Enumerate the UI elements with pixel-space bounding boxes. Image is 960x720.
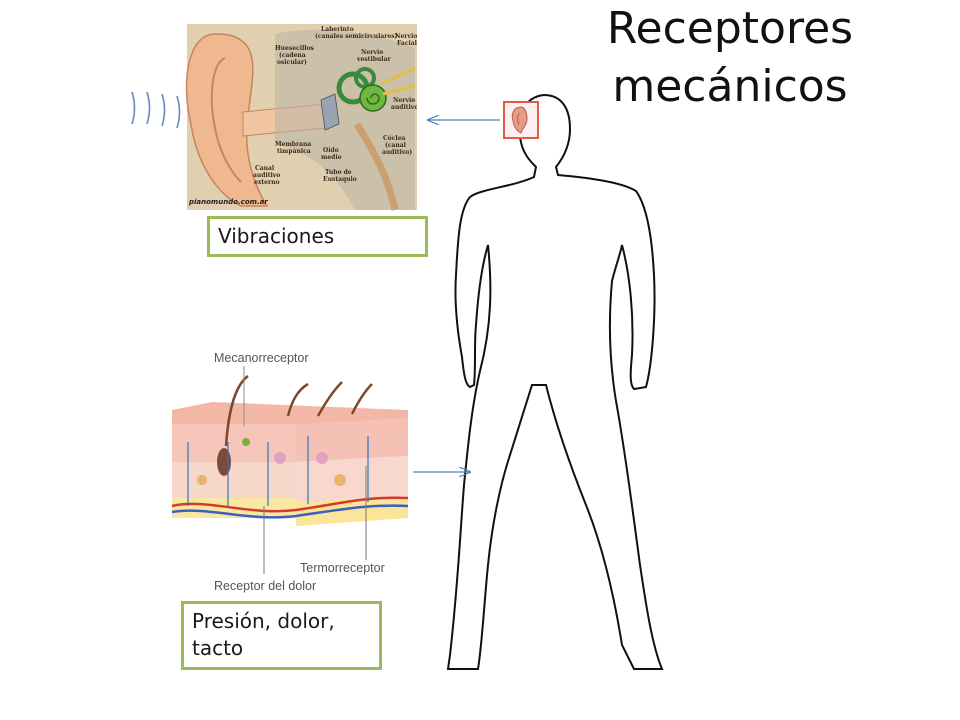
skin-diagram-svg: Mecanorreceptor Termorreceptor Receptor … bbox=[171, 351, 409, 593]
human-body-outline bbox=[440, 85, 670, 675]
ear-illustration: Laberinto(canales semicirculares) Huesec… bbox=[125, 24, 418, 212]
label-laberinto: Laberinto(canales semicirculares) bbox=[315, 26, 398, 40]
label-termorreceptor: Termorreceptor bbox=[300, 561, 385, 575]
label-receptor-dolor: Receptor del dolor bbox=[214, 579, 316, 593]
title-line-1: Receptores bbox=[606, 3, 854, 54]
label-mecanorreceptor: Mecanorreceptor bbox=[214, 351, 309, 365]
image-credit: pianomundo.com.ar bbox=[188, 198, 268, 206]
ear-thumbnail bbox=[503, 101, 539, 139]
human-silhouette-icon bbox=[446, 93, 664, 670]
skin-illustration: Mecanorreceptor Termorreceptor Receptor … bbox=[168, 346, 413, 596]
label-presion-dolor-tacto: Presión, dolor, tacto bbox=[181, 601, 382, 670]
ear-diagram-svg: Laberinto(canales semicirculares) Huesec… bbox=[131, 24, 418, 211]
title-line-2: mecánicos bbox=[612, 61, 848, 112]
ear-icon bbox=[511, 106, 528, 134]
label-vibraciones: Vibraciones bbox=[207, 216, 428, 257]
slide-title: Receptores mecánicos bbox=[575, 0, 885, 116]
